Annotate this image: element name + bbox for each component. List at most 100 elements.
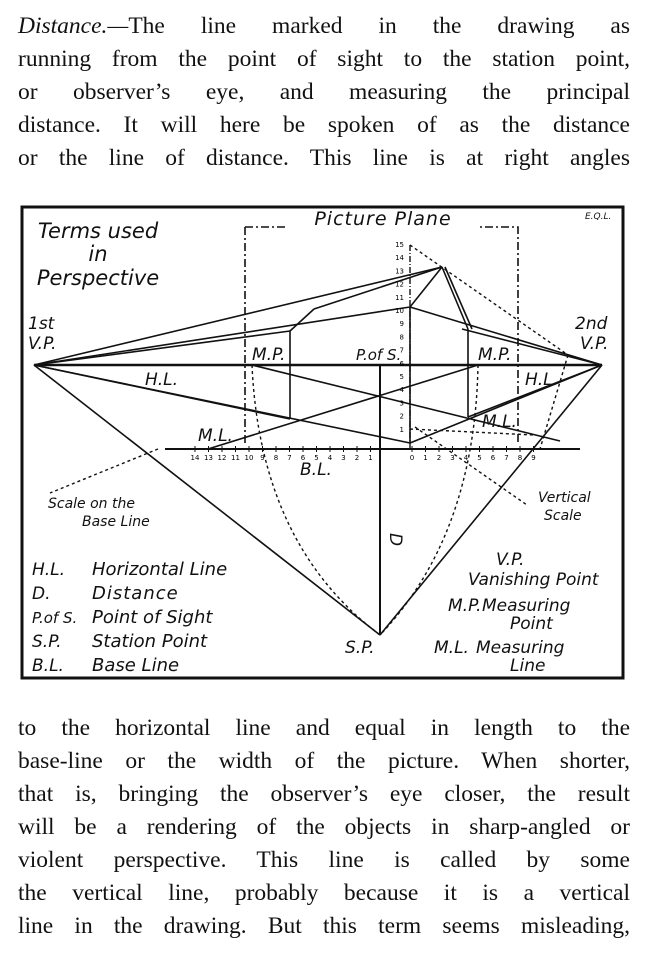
legend-left: H.L. Horizontal Line D. Distance P.of S.… bbox=[32, 559, 227, 676]
point-of-sight-label: P.of S. bbox=[356, 346, 401, 364]
base-scale-number: 8 bbox=[274, 454, 278, 462]
terms-heading-line-1: Terms used bbox=[38, 219, 159, 243]
base-scale-number: 1 bbox=[423, 454, 427, 462]
base-scale-number: 9 bbox=[531, 454, 535, 462]
base-scale-number: 1 bbox=[368, 454, 372, 462]
vertical-scale-number: 13 bbox=[395, 267, 404, 275]
distance-label: D bbox=[385, 533, 405, 546]
base-scale-number: 8 bbox=[518, 454, 522, 462]
base-scale-number: 0 bbox=[410, 454, 414, 462]
base-scale-number: 10 bbox=[245, 454, 254, 462]
station-point-label: S.P. bbox=[345, 638, 375, 658]
legend-term: Base Line bbox=[92, 655, 179, 676]
ml-right-label: M.L. bbox=[482, 412, 517, 432]
base-scale-number: 12 bbox=[218, 454, 227, 462]
base-scale-number: 3 bbox=[450, 454, 454, 462]
vertical-scale-number: 15 bbox=[395, 241, 404, 249]
scale-base-label-line-1: Scale on the bbox=[48, 496, 135, 512]
text-line-content: The line marked in the drawing as bbox=[128, 13, 630, 39]
top-paragraph: Distance.—The line marked in the drawing… bbox=[18, 10, 630, 175]
mp-left-label: M.P. bbox=[252, 345, 285, 365]
base-scale-number: 2 bbox=[355, 454, 359, 462]
base-scale-number: 11 bbox=[231, 454, 240, 462]
legend-abbr: D. bbox=[32, 584, 51, 604]
legend-term: Measuring bbox=[476, 638, 565, 658]
mp-right-label: M.P. bbox=[478, 345, 511, 365]
legend-term: Horizontal Line bbox=[92, 559, 227, 580]
vertical-scale-number: 2 bbox=[400, 413, 404, 421]
legend-term: Measuring bbox=[482, 596, 571, 616]
text-line: violent perspective. This line is called… bbox=[18, 847, 630, 873]
legend-abbr: S.P. bbox=[32, 632, 62, 652]
legend-abbr: P.of S. bbox=[32, 609, 77, 627]
base-scale-number: 5 bbox=[314, 454, 318, 462]
text-line: the vertical line, probably because it i… bbox=[18, 880, 630, 906]
legend-abbr: M.L. bbox=[434, 638, 469, 658]
vertical-scale-label-line-2: Scale bbox=[544, 508, 582, 524]
base-scale-number: 3 bbox=[341, 454, 345, 462]
vertical-scale-number: 12 bbox=[395, 281, 404, 289]
base-scale-number: 9 bbox=[260, 454, 264, 462]
legend-abbr: M.P. bbox=[448, 596, 481, 616]
legend-abbr: V.P. bbox=[496, 550, 524, 570]
vertical-scale-number: 10 bbox=[395, 307, 404, 315]
vp2-label-line-2: V.P. bbox=[580, 334, 608, 354]
vertical-scale-number: 1 bbox=[400, 426, 404, 434]
text-line: distance. It will here be spoken of as t… bbox=[18, 112, 630, 138]
vertical-scale-number: 14 bbox=[395, 254, 404, 262]
legend-right: V.P. Vanishing Point M.P. Measuring Poin… bbox=[434, 550, 600, 676]
legend-term: Distance bbox=[92, 583, 179, 604]
base-scale-number: 5 bbox=[477, 454, 481, 462]
picture-plane-frame bbox=[245, 226, 519, 445]
vertical-scale-number: 8 bbox=[400, 333, 404, 341]
dashed-construction bbox=[49, 244, 569, 636]
vertical-scale-number: 6 bbox=[400, 360, 405, 368]
vp2-label-line-1: 2nd bbox=[575, 314, 608, 334]
base-scale-number: 14 bbox=[191, 454, 200, 462]
legend-abbr: H.L. bbox=[32, 560, 65, 580]
scale-base-label-line-2: Base Line bbox=[82, 514, 150, 530]
legend-abbr: B.L. bbox=[32, 656, 64, 676]
hl-right-label: H.L. bbox=[525, 370, 558, 390]
ml-left-label: M.L. bbox=[198, 426, 233, 446]
picture-plane-title: Picture Plane bbox=[314, 208, 451, 230]
run-in-heading: Distance.— bbox=[18, 13, 129, 39]
legend-term: Vanishing Point bbox=[468, 570, 600, 590]
vp1-label-line-1: 1st bbox=[28, 314, 56, 334]
text-line: running from the point of sight to the s… bbox=[18, 46, 630, 72]
vertical-scale-label-line-1: Vertical bbox=[538, 490, 591, 506]
vp1-label-line-2: V.P. bbox=[28, 334, 56, 354]
hl-left-label: H.L. bbox=[145, 370, 178, 390]
text-line: to the horizontal line and equal in leng… bbox=[18, 715, 630, 741]
legend-term: Point bbox=[510, 614, 554, 634]
base-scale-number: 7 bbox=[287, 454, 291, 462]
text-line: Distance.—The line marked in the drawing… bbox=[18, 10, 630, 43]
base-scale-number: 6 bbox=[301, 454, 306, 462]
text-line: line in the drawing. But this term seems… bbox=[18, 913, 630, 939]
vertical-scale-number: 3 bbox=[400, 399, 404, 407]
base-scale-number: 4 bbox=[464, 454, 469, 462]
perspective-diagram: Picture Plane E.Q.L. Terms used in Persp… bbox=[20, 205, 625, 680]
corner-mark: E.Q.L. bbox=[585, 212, 611, 222]
base-scale-number: 7 bbox=[504, 454, 508, 462]
vertical-scale-number: 7 bbox=[400, 347, 404, 355]
bottom-paragraph: to the horizontal line and equal in leng… bbox=[18, 712, 630, 943]
terms-heading-line-3: Perspective bbox=[37, 266, 159, 290]
text-line: that is, bringing the observer’s eye clo… bbox=[18, 781, 630, 807]
legend-term: Point of Sight bbox=[92, 607, 213, 628]
vertical-scale-number: 5 bbox=[400, 373, 404, 381]
figure-frame bbox=[20, 205, 625, 680]
vertical-scale-number: 9 bbox=[400, 320, 404, 328]
vertical-scale-number: 4 bbox=[400, 386, 405, 394]
terms-heading-line-2: in bbox=[88, 242, 107, 266]
vertical-scale-number: 11 bbox=[395, 294, 404, 302]
text-line: or observer’s eye, and measuring the pri… bbox=[18, 79, 630, 105]
perspective-diagram-svg: Picture Plane E.Q.L. Terms used in Persp… bbox=[20, 205, 625, 680]
base-scale-number: 2 bbox=[437, 454, 441, 462]
text-line: base-line or the width of the picture. W… bbox=[18, 748, 630, 774]
base-scale-number: 6 bbox=[491, 454, 496, 462]
base-scale-number: 4 bbox=[328, 454, 333, 462]
base-scale-number: 13 bbox=[204, 454, 213, 462]
